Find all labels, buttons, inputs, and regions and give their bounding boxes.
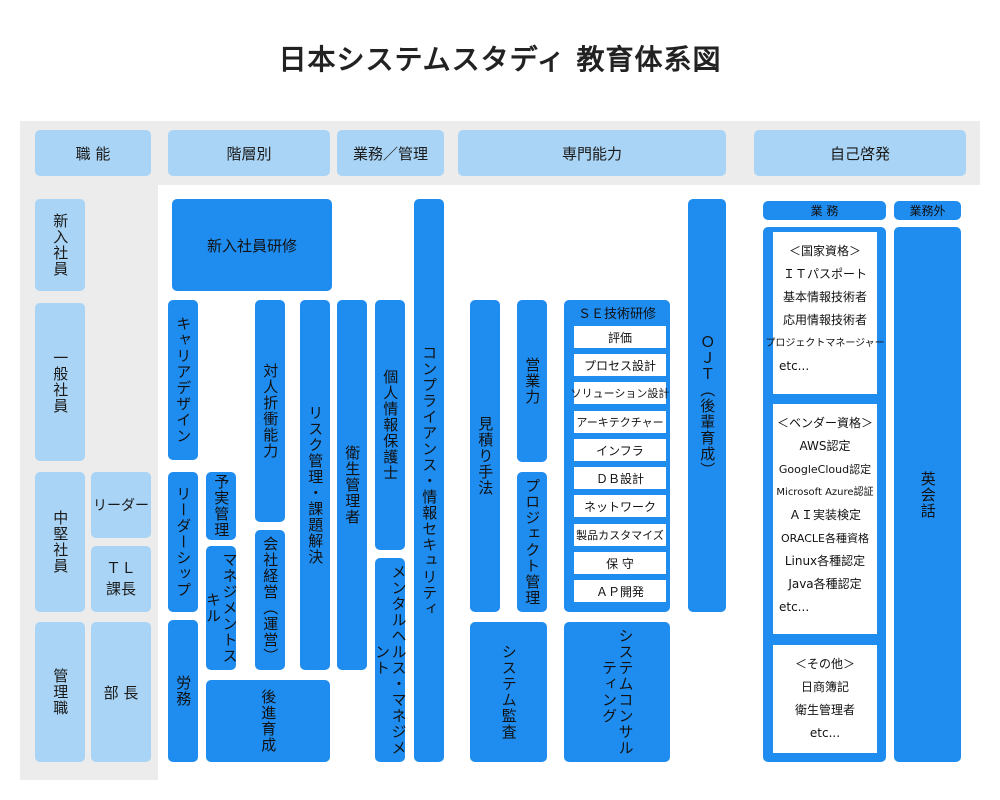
se-skill-item: 保 守 (574, 552, 666, 574)
card-item: プロジェクトマネージャー (765, 338, 885, 349)
card-item: ＩＴパスポート (782, 267, 867, 281)
card-item: GoogleCloud認定 (778, 463, 872, 476)
block-leadership: リーダーシップ (168, 472, 198, 612)
block-career-design: キャリアデザイン (168, 300, 198, 460)
header-self-development: 自己啓発 (754, 130, 966, 176)
role-tl-section-chief: ＴＬ 課長 (91, 546, 151, 612)
card-heading: ＜国家資格＞ (788, 244, 861, 258)
block-new-hire-training: 新入社員研修 (172, 199, 332, 291)
se-skill-item: アーキテクチャー (574, 411, 666, 433)
card-item: 基本情報技術者 (782, 290, 867, 304)
card-heading: ＜ベンダー資格＞ (776, 416, 873, 430)
card-item: Linux各種認定 (784, 554, 866, 568)
block-management-skill: マネジメントスキル (204, 546, 239, 670)
card-item: ORACLE各種資格 (781, 532, 869, 545)
card-other-qualifications: ＜その他＞ 日商簿記 衛生管理者 etc... (773, 645, 877, 753)
card-national-qualifications: ＜国家資格＞ ＩＴパスポート 基本情報技術者 応用情報技術者 プロジェクトマネー… (765, 232, 885, 394)
block-system-consulting: システムコンサルティング (564, 622, 670, 762)
block-estimation: 見積り手法 (470, 300, 500, 612)
se-skill-item: ソリューション設計 (571, 382, 669, 404)
label-non-work: 業務外 (894, 201, 961, 220)
role-leader: リーダー (91, 472, 151, 538)
se-skill-item: プロセス設計 (574, 354, 666, 376)
block-mental-health: メンタルヘルス・マネジメント (373, 558, 408, 762)
role-department-head: 部 長 (91, 622, 151, 762)
block-sales: 営業力 (517, 300, 547, 462)
card-item: AWS認定 (799, 439, 851, 453)
card-item: 衛生管理者 (794, 703, 855, 717)
card-item: ＡＩ実装検定 (788, 508, 861, 522)
card-item: Microsoft Azure認証 (776, 487, 874, 498)
card-item: 応用情報技術者 (782, 313, 867, 327)
block-ojt: ＯＪＴ（後輩育成） (688, 199, 726, 612)
header-hierarchy: 階層別 (168, 130, 330, 176)
block-compliance-security: コンプライアンス・情報セキュリティ (414, 199, 444, 762)
se-skill-item: 製品カスタマイズ (574, 524, 666, 546)
card-item: etc... (779, 600, 810, 614)
role-new-employee: 新入社員 (35, 199, 85, 291)
se-skill-item: インフラ (574, 439, 666, 461)
block-corporate-management: 会社経営（運営） (255, 530, 285, 670)
card-vendor-qualifications: ＜ベンダー資格＞ AWS認定 GoogleCloud認定 Microsoft A… (773, 404, 877, 634)
block-labor: 労務 (168, 620, 198, 762)
card-item: etc... (779, 359, 810, 373)
block-health-manager: 衛生管理者 (337, 300, 367, 670)
block-privacy-protection: 個人情報保護士 (375, 300, 405, 550)
card-heading: ＜その他＞ (794, 657, 855, 671)
se-skill-item: ＡＰ開発 (574, 580, 666, 602)
role-management: 管理職 (35, 622, 85, 762)
se-skill-item: ＤＢ設計 (574, 467, 666, 489)
header-function: 職 能 (35, 130, 151, 176)
label-work: 業 務 (763, 201, 886, 220)
se-skill-item: ネットワーク (574, 495, 666, 517)
block-system-audit: システム監査 (470, 622, 547, 762)
role-mid-level: 中堅社員 (35, 472, 85, 612)
se-skill-item: 評価 (574, 326, 666, 348)
block-risk-management: リスク管理・課題解決 (300, 300, 330, 670)
card-item: 日商簿記 (800, 680, 849, 694)
block-budget-management: 予実管理 (206, 472, 236, 540)
block-negotiation: 対人折衝能力 (255, 300, 285, 522)
header-business-mgmt: 業務／管理 (337, 130, 444, 176)
role-general-employee: 一般社員 (35, 303, 85, 461)
card-item: Java各種認定 (788, 577, 862, 591)
block-successor-development: 後進育成 (206, 680, 330, 762)
header-specialty: 専門能力 (458, 130, 726, 176)
page-title: 日本システムスタディ 教育体系図 (278, 43, 722, 76)
block-english-conversation: 英会話 (894, 227, 961, 762)
block-project-management: プロジェクト管理 (517, 472, 547, 612)
card-item: etc... (809, 726, 841, 740)
se-training-label: ＳＥ技術研修 (577, 307, 656, 322)
